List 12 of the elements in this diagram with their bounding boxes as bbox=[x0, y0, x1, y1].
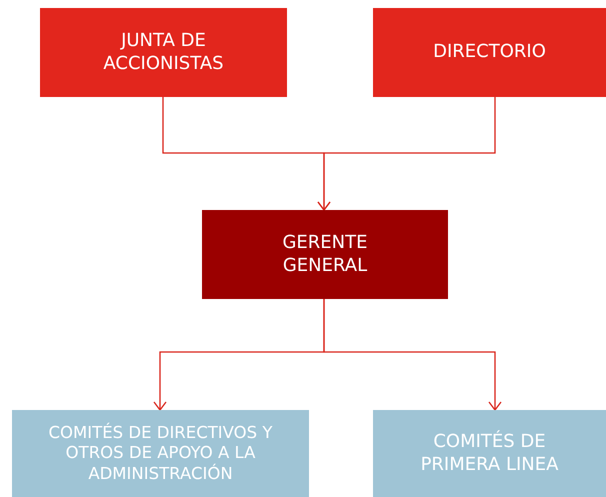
org-box bbox=[40, 8, 287, 97]
box-label: COMITÉS DE PRIMERA LINEA bbox=[420, 431, 560, 476]
org-box bbox=[373, 8, 606, 97]
box-label: GERENTE GENERAL bbox=[281, 232, 369, 277]
box-label: COMITÉS DE DIRECTIVOS Y OTROS DE APOYO A LA ADMINISTRACIÓN bbox=[48, 422, 274, 484]
connector-arrow bbox=[323, 299, 502, 411]
box-label: JUNTA DE ACCIONISTAS bbox=[102, 30, 225, 75]
box-label: DIRECTORIO bbox=[433, 41, 546, 64]
org-box bbox=[202, 210, 448, 299]
org-box bbox=[373, 410, 606, 497]
org-box bbox=[12, 410, 309, 497]
connector-arrow bbox=[317, 97, 496, 211]
